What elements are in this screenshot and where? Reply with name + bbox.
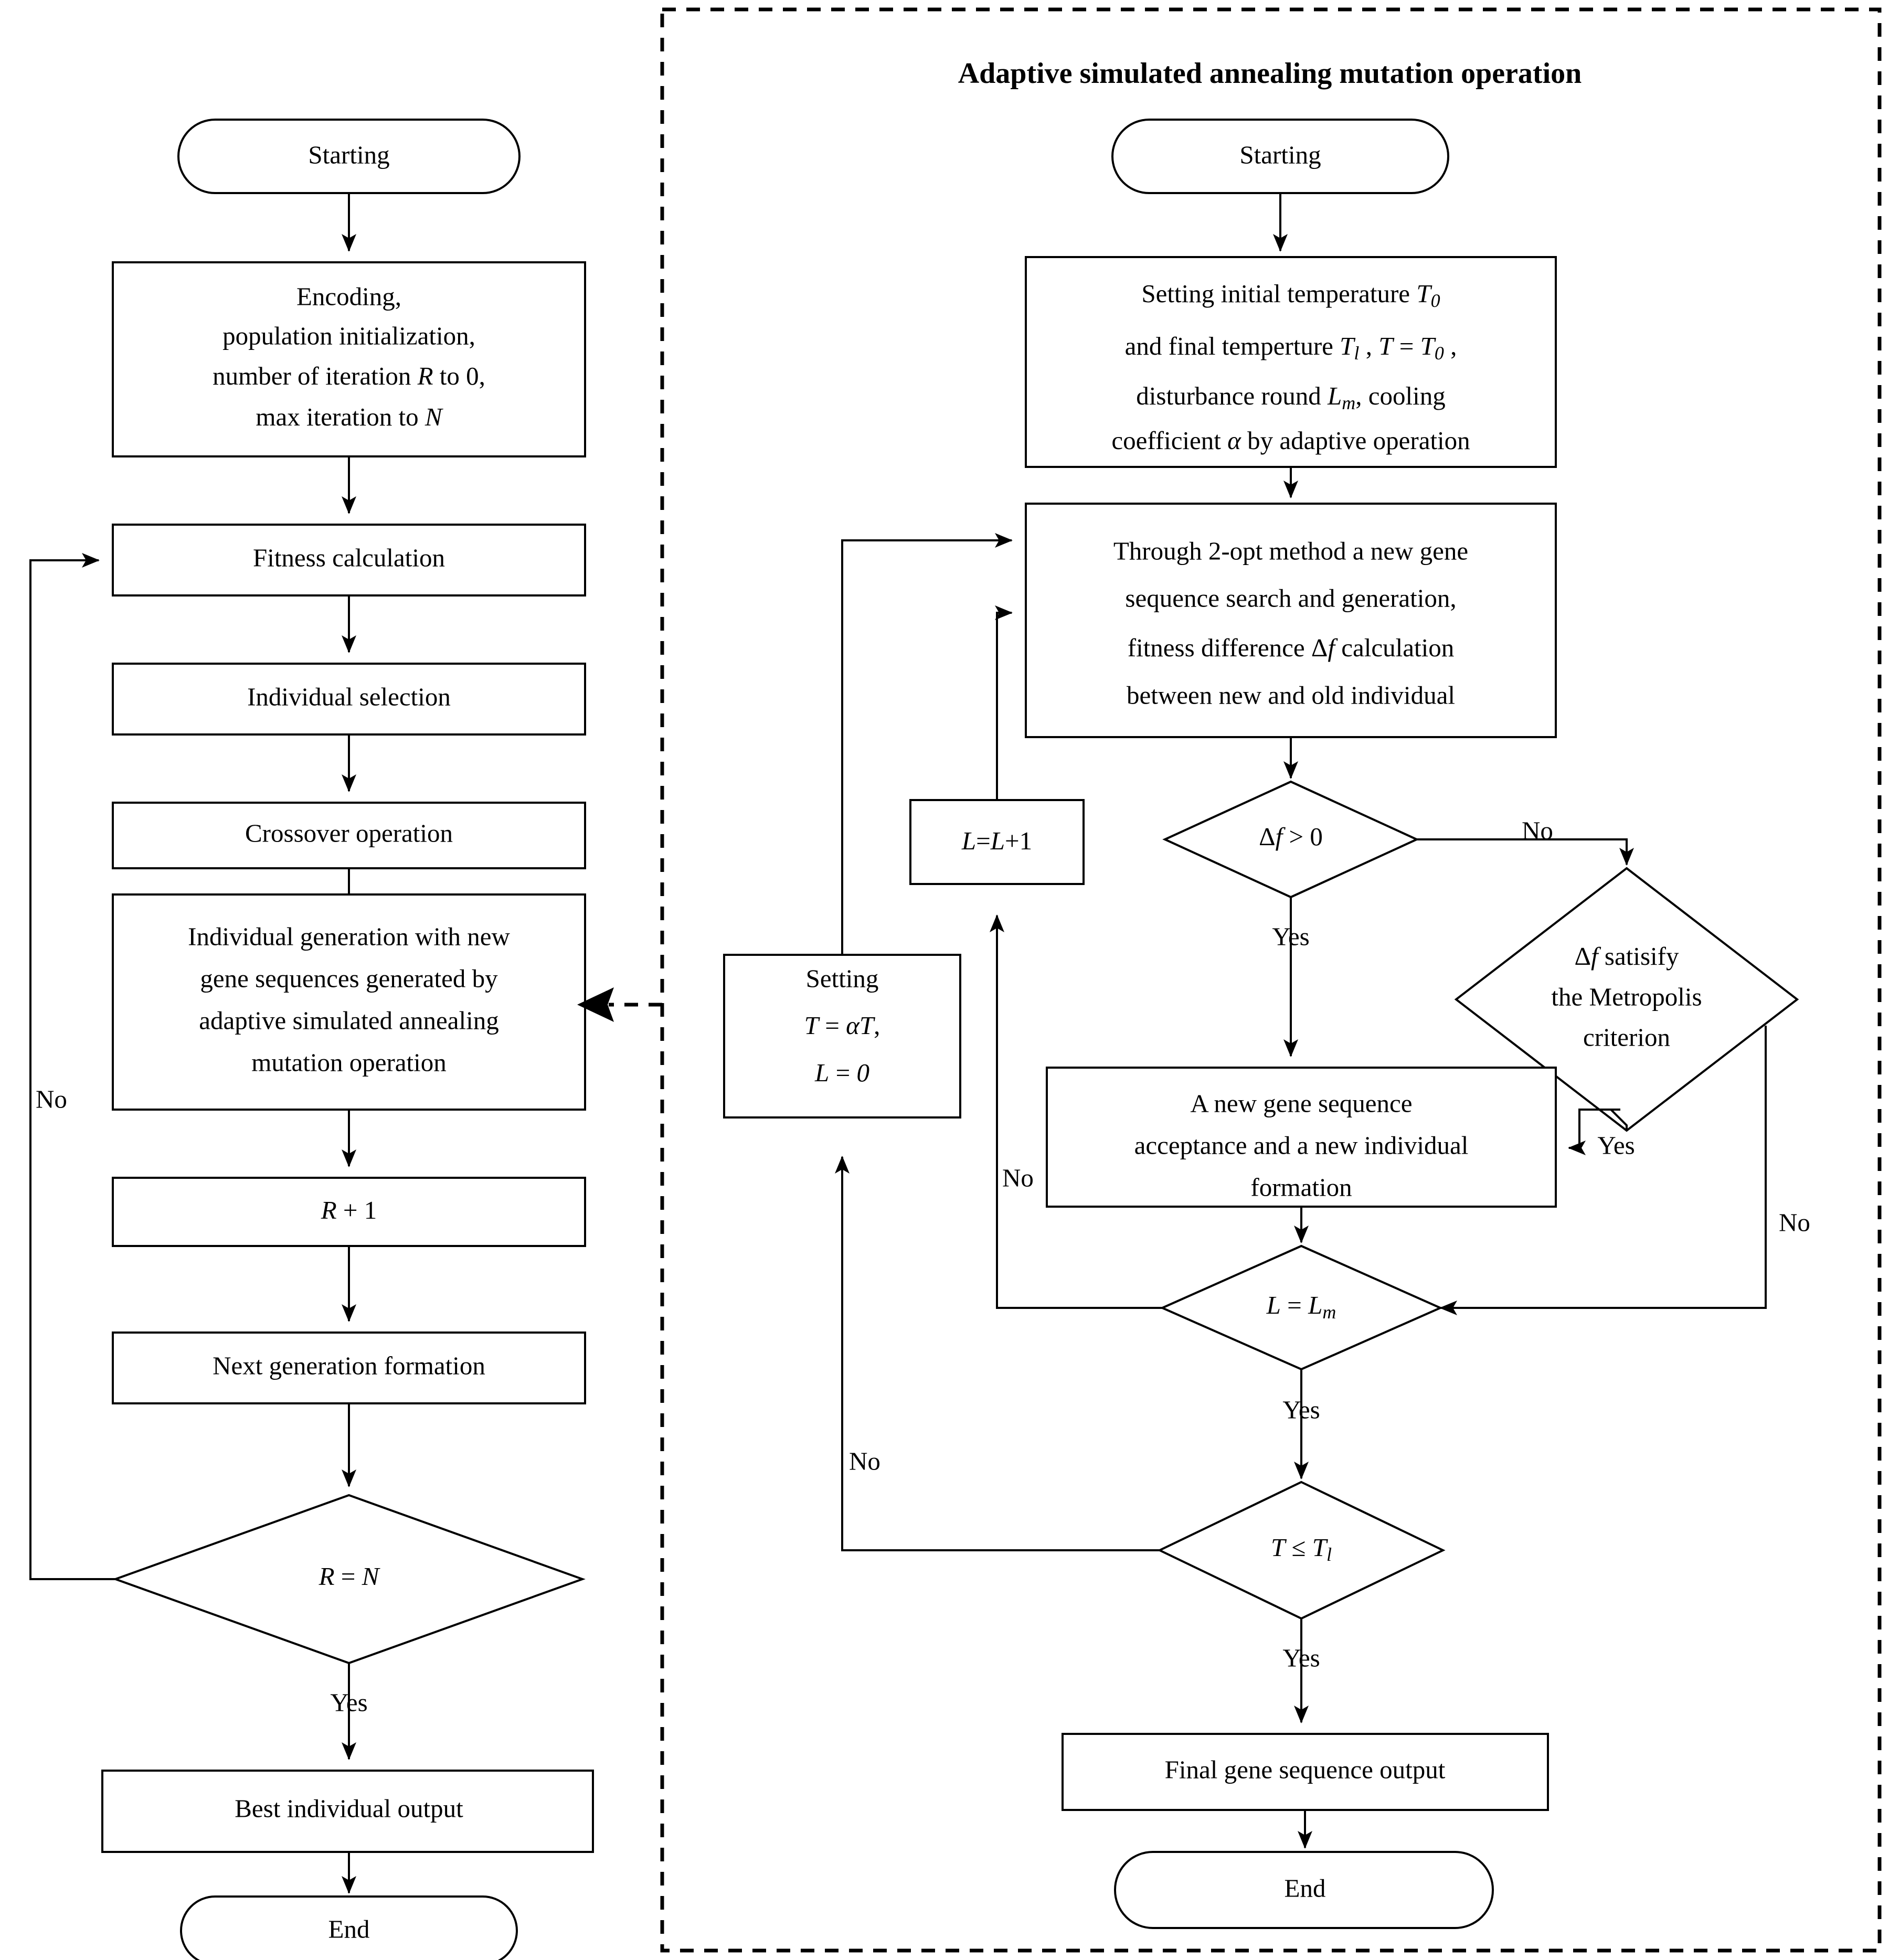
right-cooling-box (723, 954, 961, 1119)
right-cooling-line1: Setting (806, 964, 879, 993)
left-encoding-box (112, 261, 586, 457)
right-cooling-line2: T = αT, (804, 1011, 880, 1040)
left-mutation-line4: mutation operation (251, 1048, 447, 1077)
right-acceptance-line3: formation (1250, 1173, 1352, 1201)
left-mutation-line1: Individual generation with new (188, 922, 510, 951)
conn-metropolis-no-to-Ldecision (1439, 1026, 1767, 1315)
right-panel-dashed-border (660, 7, 1882, 1953)
right-metropolis-line1: Δf satisify (1575, 942, 1679, 971)
left-mutation-line2: gene sequences generated by (200, 964, 498, 993)
right-T-decision-no-label: No (849, 1446, 880, 1475)
conn-metropolis-yes-stub (1610, 1109, 1628, 1131)
right-twoopt-line4: between new and old individual (1127, 680, 1455, 709)
right-L-decision-label: L = Lm (1266, 1291, 1336, 1323)
left-end-label: End (328, 1914, 370, 1943)
left-mutation-line3: adaptive simulated annealing (199, 1006, 498, 1035)
right-metropolis-line3: criterion (1583, 1022, 1670, 1051)
right-init-line2: and final temperture Tl , T = T0 , (1125, 332, 1457, 364)
conn-panel-to-mutation-arrowhead (577, 987, 614, 1022)
left-encoding-line2: population initialization, (222, 321, 475, 350)
right-acceptance-line2: acceptance and a new individual (1134, 1131, 1469, 1159)
conn-Tdecision-no-to-cooling (835, 1156, 1160, 1551)
conn-delta-no-to-metropolis (1417, 838, 1634, 866)
left-best-output-box (101, 1770, 594, 1853)
left-start-label: Starting (308, 140, 389, 169)
right-metropolis-no-label: No (1779, 1208, 1810, 1237)
right-end-label: End (1285, 1873, 1326, 1902)
conn-incrementL-to-twoopt (995, 605, 1013, 800)
left-encoding-line4: max iteration to N (256, 402, 443, 431)
left-mutation-box (112, 893, 586, 1111)
left-selection-label: Individual selection (247, 682, 451, 711)
right-L-decision-no-label: No (1002, 1163, 1034, 1192)
right-init-line4: coefficient α by adaptive operation (1111, 426, 1470, 455)
left-end-terminator (180, 1895, 518, 1960)
right-T-decision-label: T ≤ Tl (1271, 1533, 1332, 1565)
conn-cooling-to-twoopt (841, 533, 1013, 955)
right-init-box (1025, 256, 1557, 468)
left-fitness-label: Fitness calculation (253, 543, 445, 572)
right-end-terminator (1114, 1851, 1494, 1929)
left-encoding-line1: Encoding, (296, 282, 401, 311)
right-final-output-box (1062, 1733, 1549, 1811)
right-twoopt-line1: Through 2-opt method a new gene (1113, 536, 1468, 565)
right-panel-title: Adaptive simulated annealing mutation op… (958, 57, 1582, 90)
left-decision-no-label: No (36, 1084, 67, 1113)
right-acceptance-line1: A new gene sequence (1190, 1089, 1412, 1117)
right-start-label: Starting (1239, 140, 1321, 169)
right-increment-L-box (909, 799, 1085, 885)
conn-Ldecision-no-to-increment (990, 914, 1162, 1309)
left-nextgen-box (112, 1331, 586, 1404)
right-cooling-line3: L = 0 (814, 1058, 869, 1087)
left-crossover-box (112, 802, 586, 869)
right-init-line1: Setting initial temperature T0 (1141, 279, 1440, 311)
right-twoopt-line2: sequence search and generation, (1125, 583, 1456, 612)
left-increment-label: R + 1 (321, 1196, 377, 1224)
left-decision-label: R = N (319, 1562, 380, 1591)
right-metropolis-line2: the Metropolis (1551, 982, 1702, 1011)
left-encoding-line3: number of iteration R to 0, (213, 361, 485, 390)
right-twoopt-line3: fitness difference Δf calculation (1128, 633, 1454, 662)
right-delta-decision-label: Δf > 0 (1259, 822, 1323, 851)
left-best-output-label: Best individual output (235, 1794, 463, 1823)
conn-decision-no-loopback (29, 553, 115, 1580)
right-twoopt-box (1025, 503, 1557, 738)
left-nextgen-label: Next generation formation (213, 1351, 485, 1380)
left-crossover-label: Crossover operation (245, 818, 453, 847)
right-increment-L-label: L=L+1 (961, 826, 1032, 855)
right-final-output-label: Final gene sequence output (1165, 1755, 1446, 1784)
conn-metropolis-yes-to-acceptance (1568, 1109, 1620, 1155)
right-init-line3: disturbance round Lm, cooling (1136, 381, 1445, 413)
right-metropolis-yes-label: Yes (1597, 1131, 1635, 1159)
right-delta-no-label: No (1522, 816, 1553, 845)
